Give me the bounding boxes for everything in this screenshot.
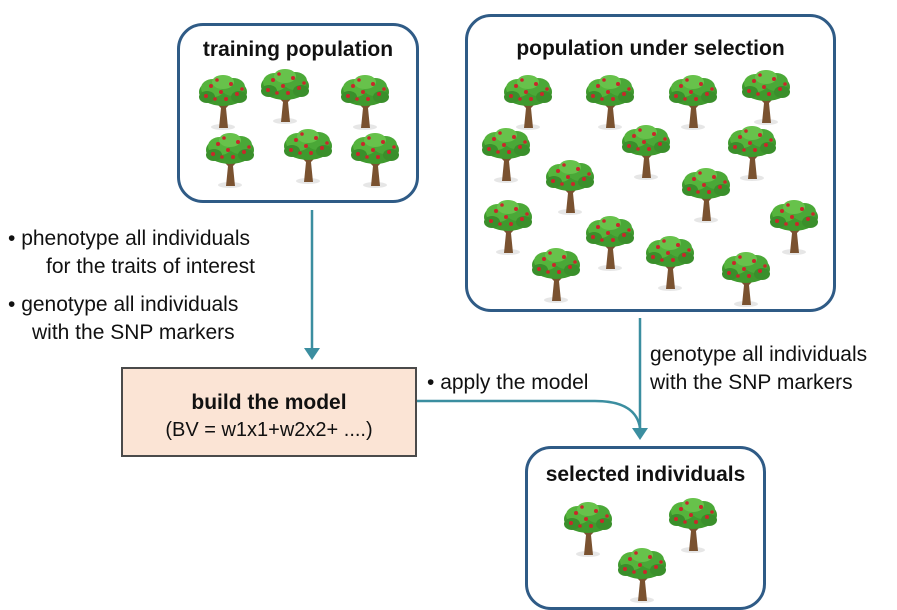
apple-tree-icon [526, 245, 586, 305]
build-model-box: build the model (BV = w1x1+w2x2+ ....) [121, 367, 417, 457]
apple-tree-icon [736, 67, 796, 127]
apple-tree-icon [200, 130, 260, 190]
apple-tree-icon [616, 122, 676, 182]
apple-tree-icon [612, 545, 672, 605]
note-genotype-line2: with the SNP markers [32, 321, 235, 344]
apple-tree-icon [476, 125, 536, 185]
apple-tree-icon [345, 130, 405, 190]
apple-tree-icon [498, 72, 558, 132]
arrowhead-to-model [304, 348, 320, 360]
apple-tree-icon [764, 197, 824, 257]
note-genotype-selection-line1: genotype all individuals [650, 343, 868, 366]
population-under-selection-title: population under selection [516, 37, 785, 60]
apple-tree-icon [640, 233, 700, 293]
note-phenotype-line2: for the traits of interest [46, 255, 255, 278]
apple-tree-icon [716, 249, 776, 309]
apple-tree-icon [193, 72, 253, 132]
bullet: • [427, 371, 435, 394]
apple-tree-icon [278, 126, 338, 186]
apple-tree-icon [335, 72, 395, 132]
training-population-title: training population [202, 38, 394, 61]
apple-tree-icon [663, 495, 723, 555]
training-population-box: training population [177, 23, 419, 203]
note-genotype-selection-line2: with the SNP markers [650, 371, 853, 394]
note-phenotype: • phenotype all individuals [8, 226, 250, 252]
selected-individuals-box: selected individuals [525, 446, 766, 610]
bullet: • [8, 227, 16, 250]
apple-tree-icon [558, 499, 618, 559]
note-phenotype-line1: phenotype all individuals [21, 227, 251, 250]
note-genotype: • genotype all individuals [8, 292, 238, 318]
apply-model-label: • apply the model [427, 370, 588, 396]
build-model-title: build the model [191, 391, 347, 414]
apply-model-text: apply the model [440, 371, 589, 394]
population-under-selection-box: population under selection [465, 14, 836, 312]
apple-tree-icon [540, 157, 600, 217]
bullet: • [8, 293, 16, 316]
apple-tree-icon [676, 165, 736, 225]
apple-tree-icon [255, 66, 315, 126]
apple-tree-icon [580, 213, 640, 273]
selected-individuals-title: selected individuals [545, 463, 746, 486]
curve-model-to-selected [417, 399, 642, 429]
model-formula: (BV = w1x1+w2x2+ ....) [165, 419, 373, 441]
arrowhead-to-selected [632, 428, 648, 440]
note-genotype-line1: genotype all individuals [21, 293, 239, 316]
